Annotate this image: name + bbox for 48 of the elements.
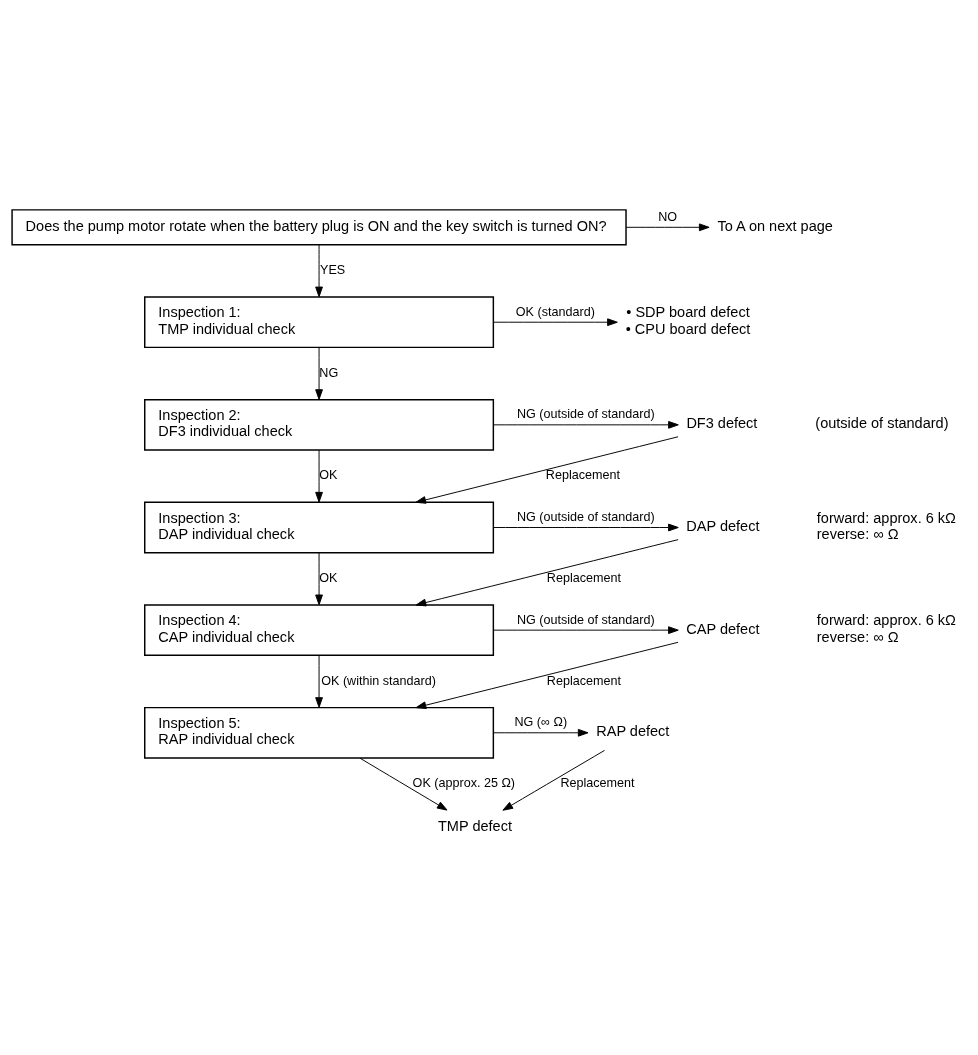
label: forward: approx. 6 kΩ reverse: ∞ Ω <box>816 612 956 645</box>
arrow <box>415 436 679 504</box>
edge-label: YES <box>320 263 346 278</box>
node-text: DF3 defect <box>686 415 758 432</box>
arrow <box>315 347 323 400</box>
arrow <box>492 420 679 429</box>
arrow <box>493 523 679 532</box>
label: forward: approx. 6 kΩ reverse: ∞ Ω <box>816 509 956 543</box>
node-box: Does the pump motor rotate when the battery plug is ON and the key switch is turned ON? <box>11 209 627 246</box>
edge-label: NG (outside of standard) <box>516 612 655 627</box>
edge-label: NO <box>658 209 678 224</box>
node-text: To A on next page <box>717 217 833 234</box>
edge-label: Replacement <box>546 571 621 586</box>
node-box: Inspection 1: TMP individual check <box>144 296 495 349</box>
edge-label: NG <box>319 365 339 380</box>
arrow <box>492 728 589 737</box>
edge-label: Replacement <box>545 468 620 483</box>
edge-label: OK (approx. 25 Ω) <box>412 776 516 791</box>
edge-label: OK <box>319 571 338 586</box>
node-text: RAP defect <box>596 723 670 740</box>
arrow <box>625 223 710 232</box>
arrow <box>415 539 679 607</box>
node-text: • SDP board defect • CPU board defect <box>625 304 751 337</box>
node-text: TMP defect <box>437 818 512 835</box>
edge-label: NG (outside of standard) <box>516 510 655 525</box>
node-box: Inspection 3: DAP individual check <box>144 501 495 554</box>
edge-label: NG (∞ Ω) <box>514 715 568 730</box>
node-box: Inspection 2: DF3 individual check <box>144 398 495 451</box>
arrow <box>493 626 679 635</box>
arrow <box>315 244 323 298</box>
edge-label: OK (within standard) <box>321 673 436 688</box>
arrow <box>502 749 606 811</box>
edge-label: OK <box>319 468 338 483</box>
arrow <box>315 655 323 708</box>
arrow <box>415 641 679 710</box>
arrow <box>359 757 448 811</box>
node-text: CAP defect <box>686 620 760 637</box>
edge-label: OK (standard) <box>515 304 595 319</box>
node-box: Inspection 5: RAP individual check <box>144 706 495 759</box>
edge-label: Replacement <box>560 776 635 791</box>
arrow <box>315 552 323 606</box>
arrow <box>493 318 618 327</box>
node-text: DAP defect <box>686 517 760 534</box>
edge-label: Replacement <box>546 673 621 688</box>
arrow <box>315 449 323 503</box>
node-box: Inspection 4: CAP individual check <box>144 604 495 657</box>
label: (outside of standard) <box>815 415 949 432</box>
edge-label: NG (outside of standard) <box>516 407 655 422</box>
